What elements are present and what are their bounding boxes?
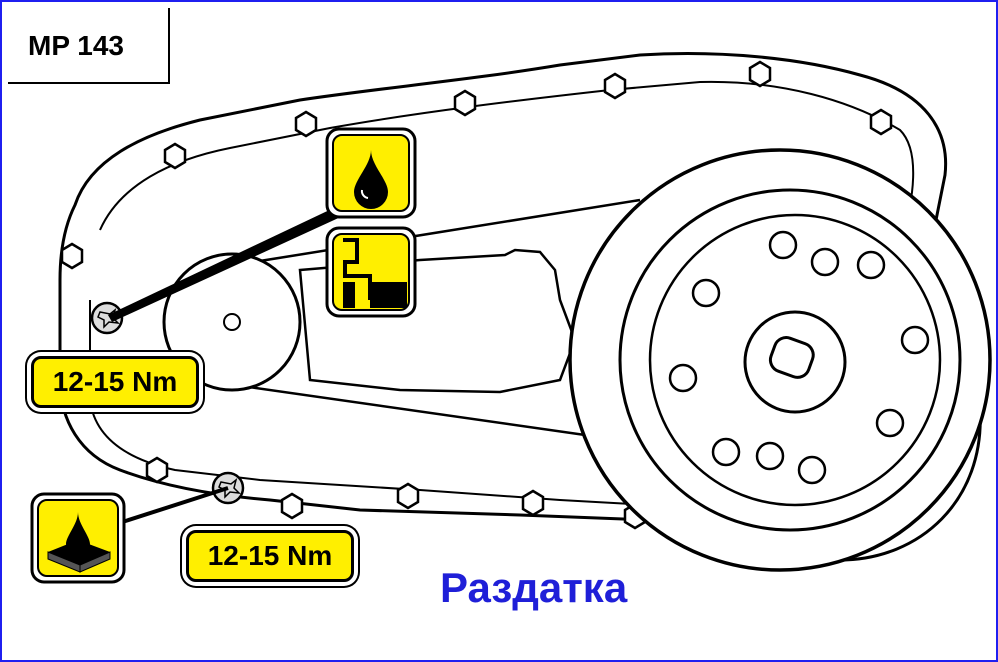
housing-bolts	[60, 60, 893, 530]
bolt	[869, 108, 893, 136]
reference-box: MP 143	[8, 8, 170, 84]
oil-level-icon	[325, 226, 417, 318]
bolt	[748, 60, 772, 88]
sprocket-holes	[668, 230, 930, 485]
bolt	[294, 110, 318, 138]
torque-label-lower: 12-15 Nm	[186, 530, 354, 582]
drive-gear-hub	[223, 313, 241, 331]
bolt	[521, 489, 545, 517]
output-shaft-stub	[768, 336, 815, 379]
bolt	[145, 456, 169, 484]
leader-line	[108, 205, 345, 322]
diagram-caption: Раздатка	[440, 564, 628, 611]
bolt	[280, 492, 304, 520]
bolt	[60, 242, 84, 270]
bolt	[603, 72, 627, 100]
chain-lower	[234, 383, 621, 442]
reference-label: MP 143	[28, 30, 124, 61]
leader-line	[109, 486, 229, 528]
bolt	[453, 89, 477, 117]
bolt	[163, 142, 187, 170]
chain-upper	[234, 198, 641, 267]
housing-lower-flange	[89, 300, 651, 506]
sealant-icon	[30, 492, 126, 584]
bolt	[396, 482, 420, 510]
torque-label-upper: 12-15 Nm	[31, 356, 199, 408]
oil-drop-icon	[325, 127, 417, 219]
